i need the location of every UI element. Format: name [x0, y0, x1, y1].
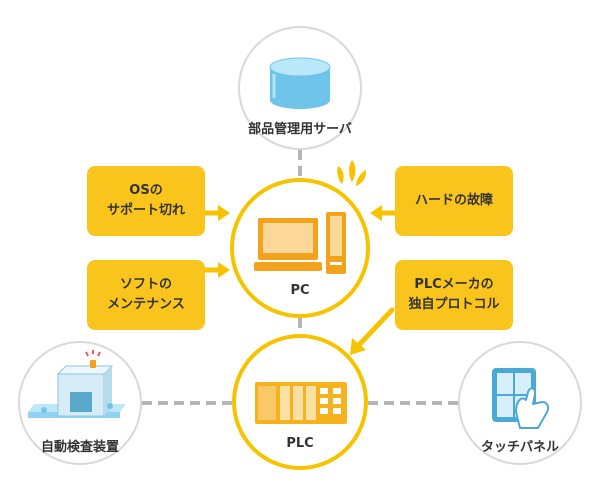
issue-software-maintenance-text: ソフトの メンテナンス — [87, 275, 205, 315]
inspection-node — [18, 341, 142, 465]
pc-node — [230, 160, 370, 318]
bubble-os-support — [87, 166, 205, 236]
server-node — [238, 26, 362, 150]
touchpanel-node — [458, 341, 582, 465]
inspection-label: 自動検査装置 — [40, 440, 119, 455]
touch-panel-icon — [492, 368, 550, 429]
issue-software-maintenance-line-1: ソフトの — [119, 277, 172, 292]
alert-spark-icon — [337, 160, 367, 186]
server-label: 部品管理用サーバ — [248, 122, 352, 137]
issue-software-maintenance-line-2: メンテナンス — [107, 297, 185, 312]
issue-os-support-line-2: サポート切れ — [106, 203, 185, 218]
arrow-software-to-pc — [202, 262, 230, 278]
issue-os-support-line-1: OSの — [129, 183, 163, 198]
arrow-os-to-pc — [202, 205, 230, 221]
desktop-pc-icon — [254, 212, 346, 274]
plc-unit-icon — [255, 382, 347, 424]
plc-label: PLC — [286, 436, 314, 451]
issue-plc-protocol-line-2: 独自プロトコル — [408, 297, 500, 312]
plc-node — [232, 334, 368, 470]
issue-plc-protocol-text: PLCメーカの 独自プロトコル — [395, 275, 513, 315]
bubble-software-maintenance — [87, 260, 205, 330]
bubble-hardware-failure — [395, 166, 513, 236]
inspection-machine-icon — [28, 350, 126, 418]
arrows — [202, 205, 398, 355]
touchpanel-label: タッチパネル — [480, 440, 559, 455]
arrow-protocol-to-plc — [350, 307, 395, 355]
issue-os-support-text: OSの サポート切れ — [87, 181, 205, 221]
issue-hardware-failure-line-1: ハードの故障 — [414, 193, 493, 208]
pc-label: PC — [290, 283, 310, 298]
arrow-hardware-to-pc — [370, 205, 398, 221]
database-icon — [269, 57, 331, 109]
issue-hardware-failure-text: ハードの故障 — [395, 191, 513, 211]
issue-plc-protocol-line-1: PLCメーカの — [414, 277, 494, 292]
bubble-plc-protocol — [395, 260, 513, 330]
